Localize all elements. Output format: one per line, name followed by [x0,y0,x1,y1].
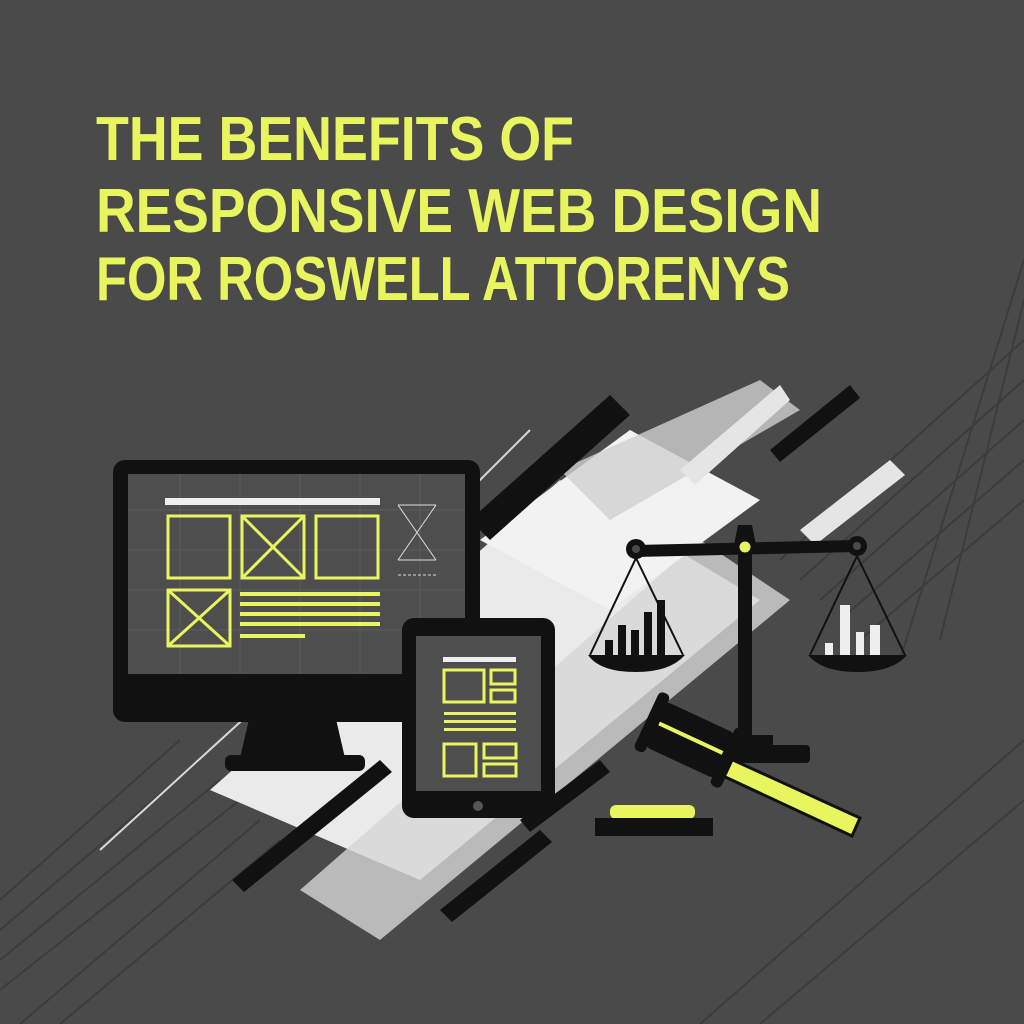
page-title: THE BENEFITS OF RESPONSIVE WEB DESIGN FO… [96,105,822,314]
gavel-icon [595,692,862,839]
title-line-2: RESPONSIVE WEB DESIGN [96,177,822,246]
title-line-1: THE BENEFITS OF [96,105,574,174]
tablet-icon [402,618,555,818]
desktop-monitor-icon [113,460,480,771]
title-line-3: FOR ROSWELL ATTORENYS [96,245,790,314]
